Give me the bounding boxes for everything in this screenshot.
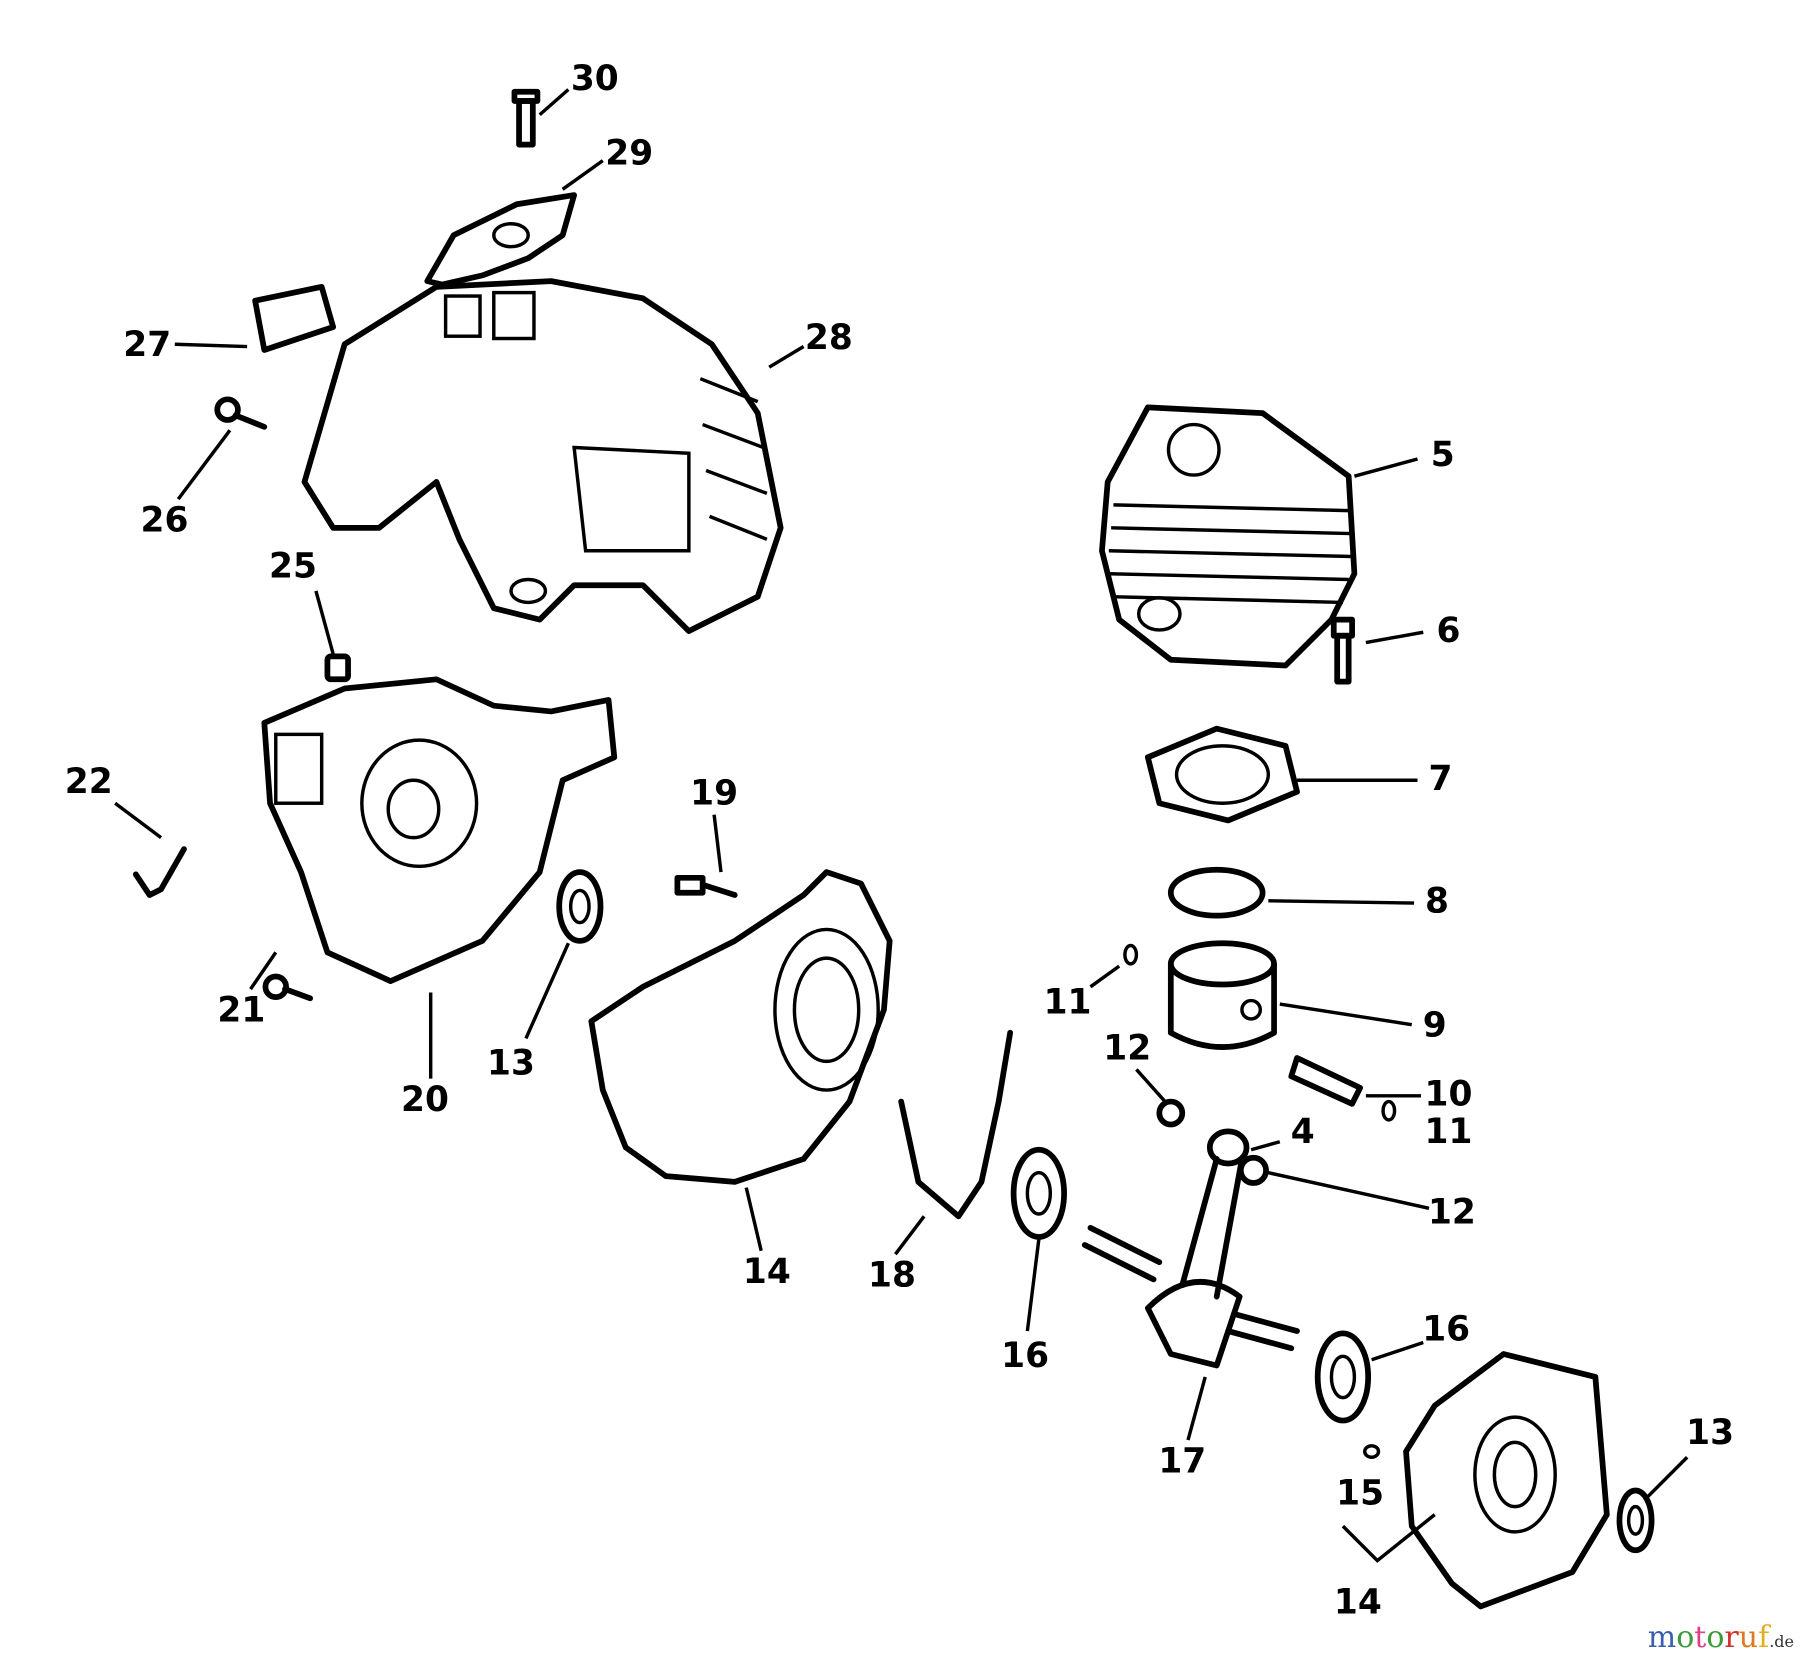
watermark-letter: r — [1724, 1620, 1739, 1655]
callout-16-left: 16 — [1001, 1336, 1049, 1376]
callout-13-left: 13 — [487, 1043, 535, 1083]
callout-4: 4 — [1291, 1112, 1315, 1152]
callout-28: 28 — [805, 318, 853, 358]
part-cover-plate-29 — [424, 192, 577, 288]
callout-27: 27 — [123, 325, 171, 365]
callout-15: 15 — [1336, 1474, 1384, 1514]
part-bolt-30 — [511, 88, 541, 148]
part-screw-21 — [262, 973, 314, 1002]
part-crankcase-14-right — [1403, 1351, 1610, 1610]
callout-13-right: 13 — [1686, 1413, 1734, 1453]
part-screw-26 — [214, 396, 268, 430]
callout-10: 10 — [1425, 1074, 1473, 1114]
callout-16-right: 16 — [1422, 1310, 1470, 1350]
callout-18: 18 — [868, 1256, 916, 1296]
part-fan-housing-20 — [261, 676, 618, 984]
callout-14-left: 14 — [743, 1252, 791, 1292]
part-piston-9 — [1167, 940, 1277, 1050]
part-crankcase-14 — [588, 869, 893, 1185]
callout-20: 20 — [401, 1080, 449, 1120]
part-nut-25 — [324, 653, 351, 683]
watermark-letter: m — [1647, 1620, 1677, 1655]
callout-22: 22 — [65, 762, 113, 802]
part-pin-10 — [1288, 1055, 1364, 1107]
part-gasket-18 — [898, 1029, 1014, 1220]
callout-26: 26 — [141, 501, 189, 541]
part-pin-15 — [1363, 1444, 1381, 1459]
watermark-letter: f — [1758, 1620, 1770, 1655]
watermark-letter: u — [1738, 1620, 1759, 1655]
part-cylinder-5 — [1099, 404, 1358, 669]
callout-19: 19 — [690, 774, 738, 814]
callout-12-bottom: 12 — [1428, 1193, 1476, 1233]
part-screw-19 — [674, 874, 738, 898]
callout-8: 8 — [1425, 882, 1449, 922]
part-bolt-6 — [1330, 616, 1355, 685]
callout-17: 17 — [1158, 1442, 1206, 1482]
callout-30: 30 — [571, 59, 619, 99]
callout-14-right: 14 — [1334, 1583, 1382, 1623]
callout-12-top: 12 — [1103, 1028, 1151, 1068]
part-screw-22 — [132, 846, 187, 898]
watermark-text: motoruf — [1648, 1620, 1769, 1655]
watermark-letter: o — [1706, 1620, 1725, 1655]
callout-9: 9 — [1423, 1005, 1447, 1045]
callout-21: 21 — [217, 991, 265, 1031]
part-bearing-16-left — [1010, 1146, 1067, 1240]
part-clip-11 — [1123, 943, 1397, 1122]
watermark-letter: o — [1676, 1620, 1695, 1655]
callout-7: 7 — [1428, 759, 1452, 799]
callout-25: 25 — [269, 546, 317, 586]
watermark-letter: t — [1694, 1620, 1707, 1655]
part-engine-cover-28 — [301, 278, 784, 634]
callout-11-top: 11 — [1044, 983, 1092, 1023]
watermark-suffix: .de — [1769, 1632, 1794, 1651]
part-ring-8 — [1167, 866, 1266, 919]
watermark-logo: motoruf.de — [1648, 1620, 1794, 1655]
part-filter-27 — [252, 283, 337, 353]
part-seal-13-right — [1616, 1487, 1655, 1554]
part-bearing-16-right — [1314, 1330, 1372, 1424]
part-crankshaft-17 — [1081, 1128, 1300, 1369]
part-seal-13-left — [556, 869, 604, 944]
callout-11-bottom: 11 — [1425, 1112, 1473, 1152]
callout-6: 6 — [1437, 611, 1461, 651]
callout-29: 29 — [605, 133, 653, 173]
part-gasket-7 — [1144, 725, 1300, 824]
callout-5: 5 — [1431, 435, 1455, 475]
leader-lines — [114, 88, 1689, 1563]
callout-labels: 30 29 27 28 26 5 25 6 7 22 19 8 11 9 21 … — [65, 59, 1734, 1623]
